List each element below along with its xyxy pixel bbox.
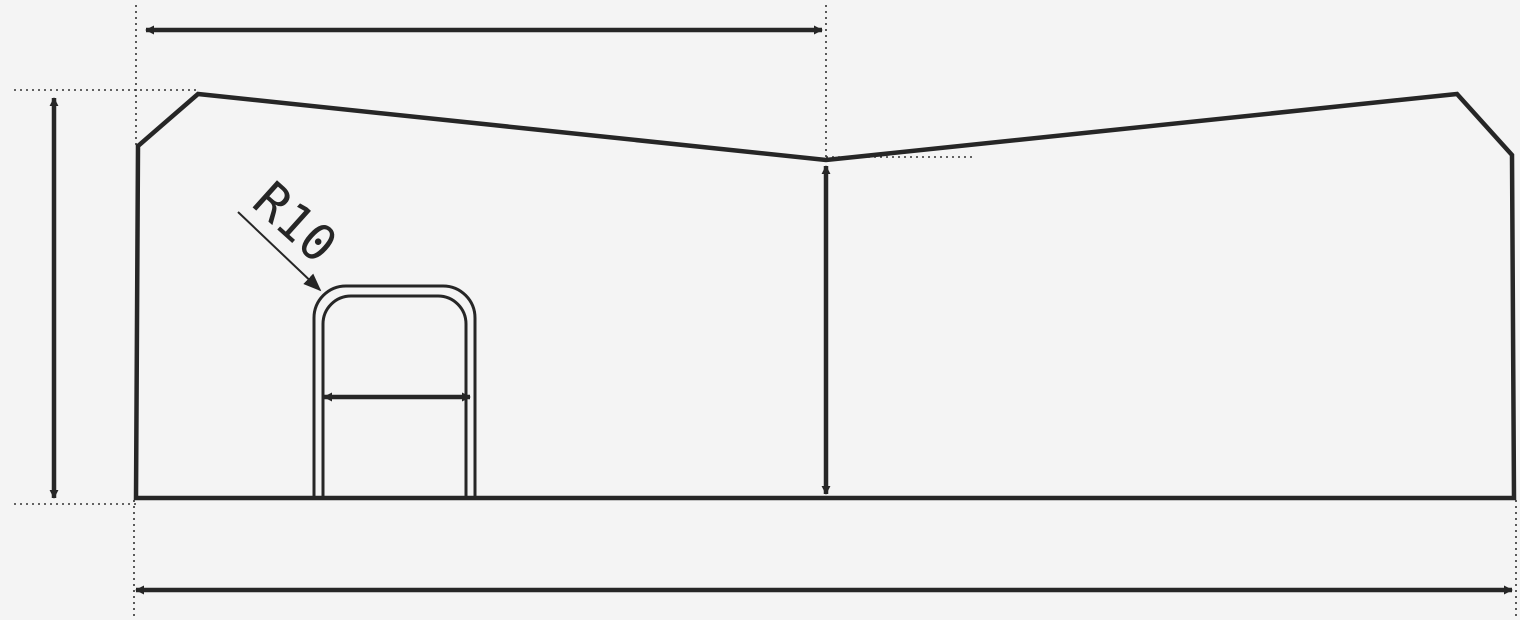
radius-label: R10 <box>242 171 348 275</box>
radius-leader <box>237 211 322 292</box>
notch-outer <box>312 284 477 498</box>
dimensions <box>49 25 1513 595</box>
notch-inner <box>321 294 468 498</box>
part-outline <box>133 91 1517 501</box>
notch <box>312 284 477 498</box>
